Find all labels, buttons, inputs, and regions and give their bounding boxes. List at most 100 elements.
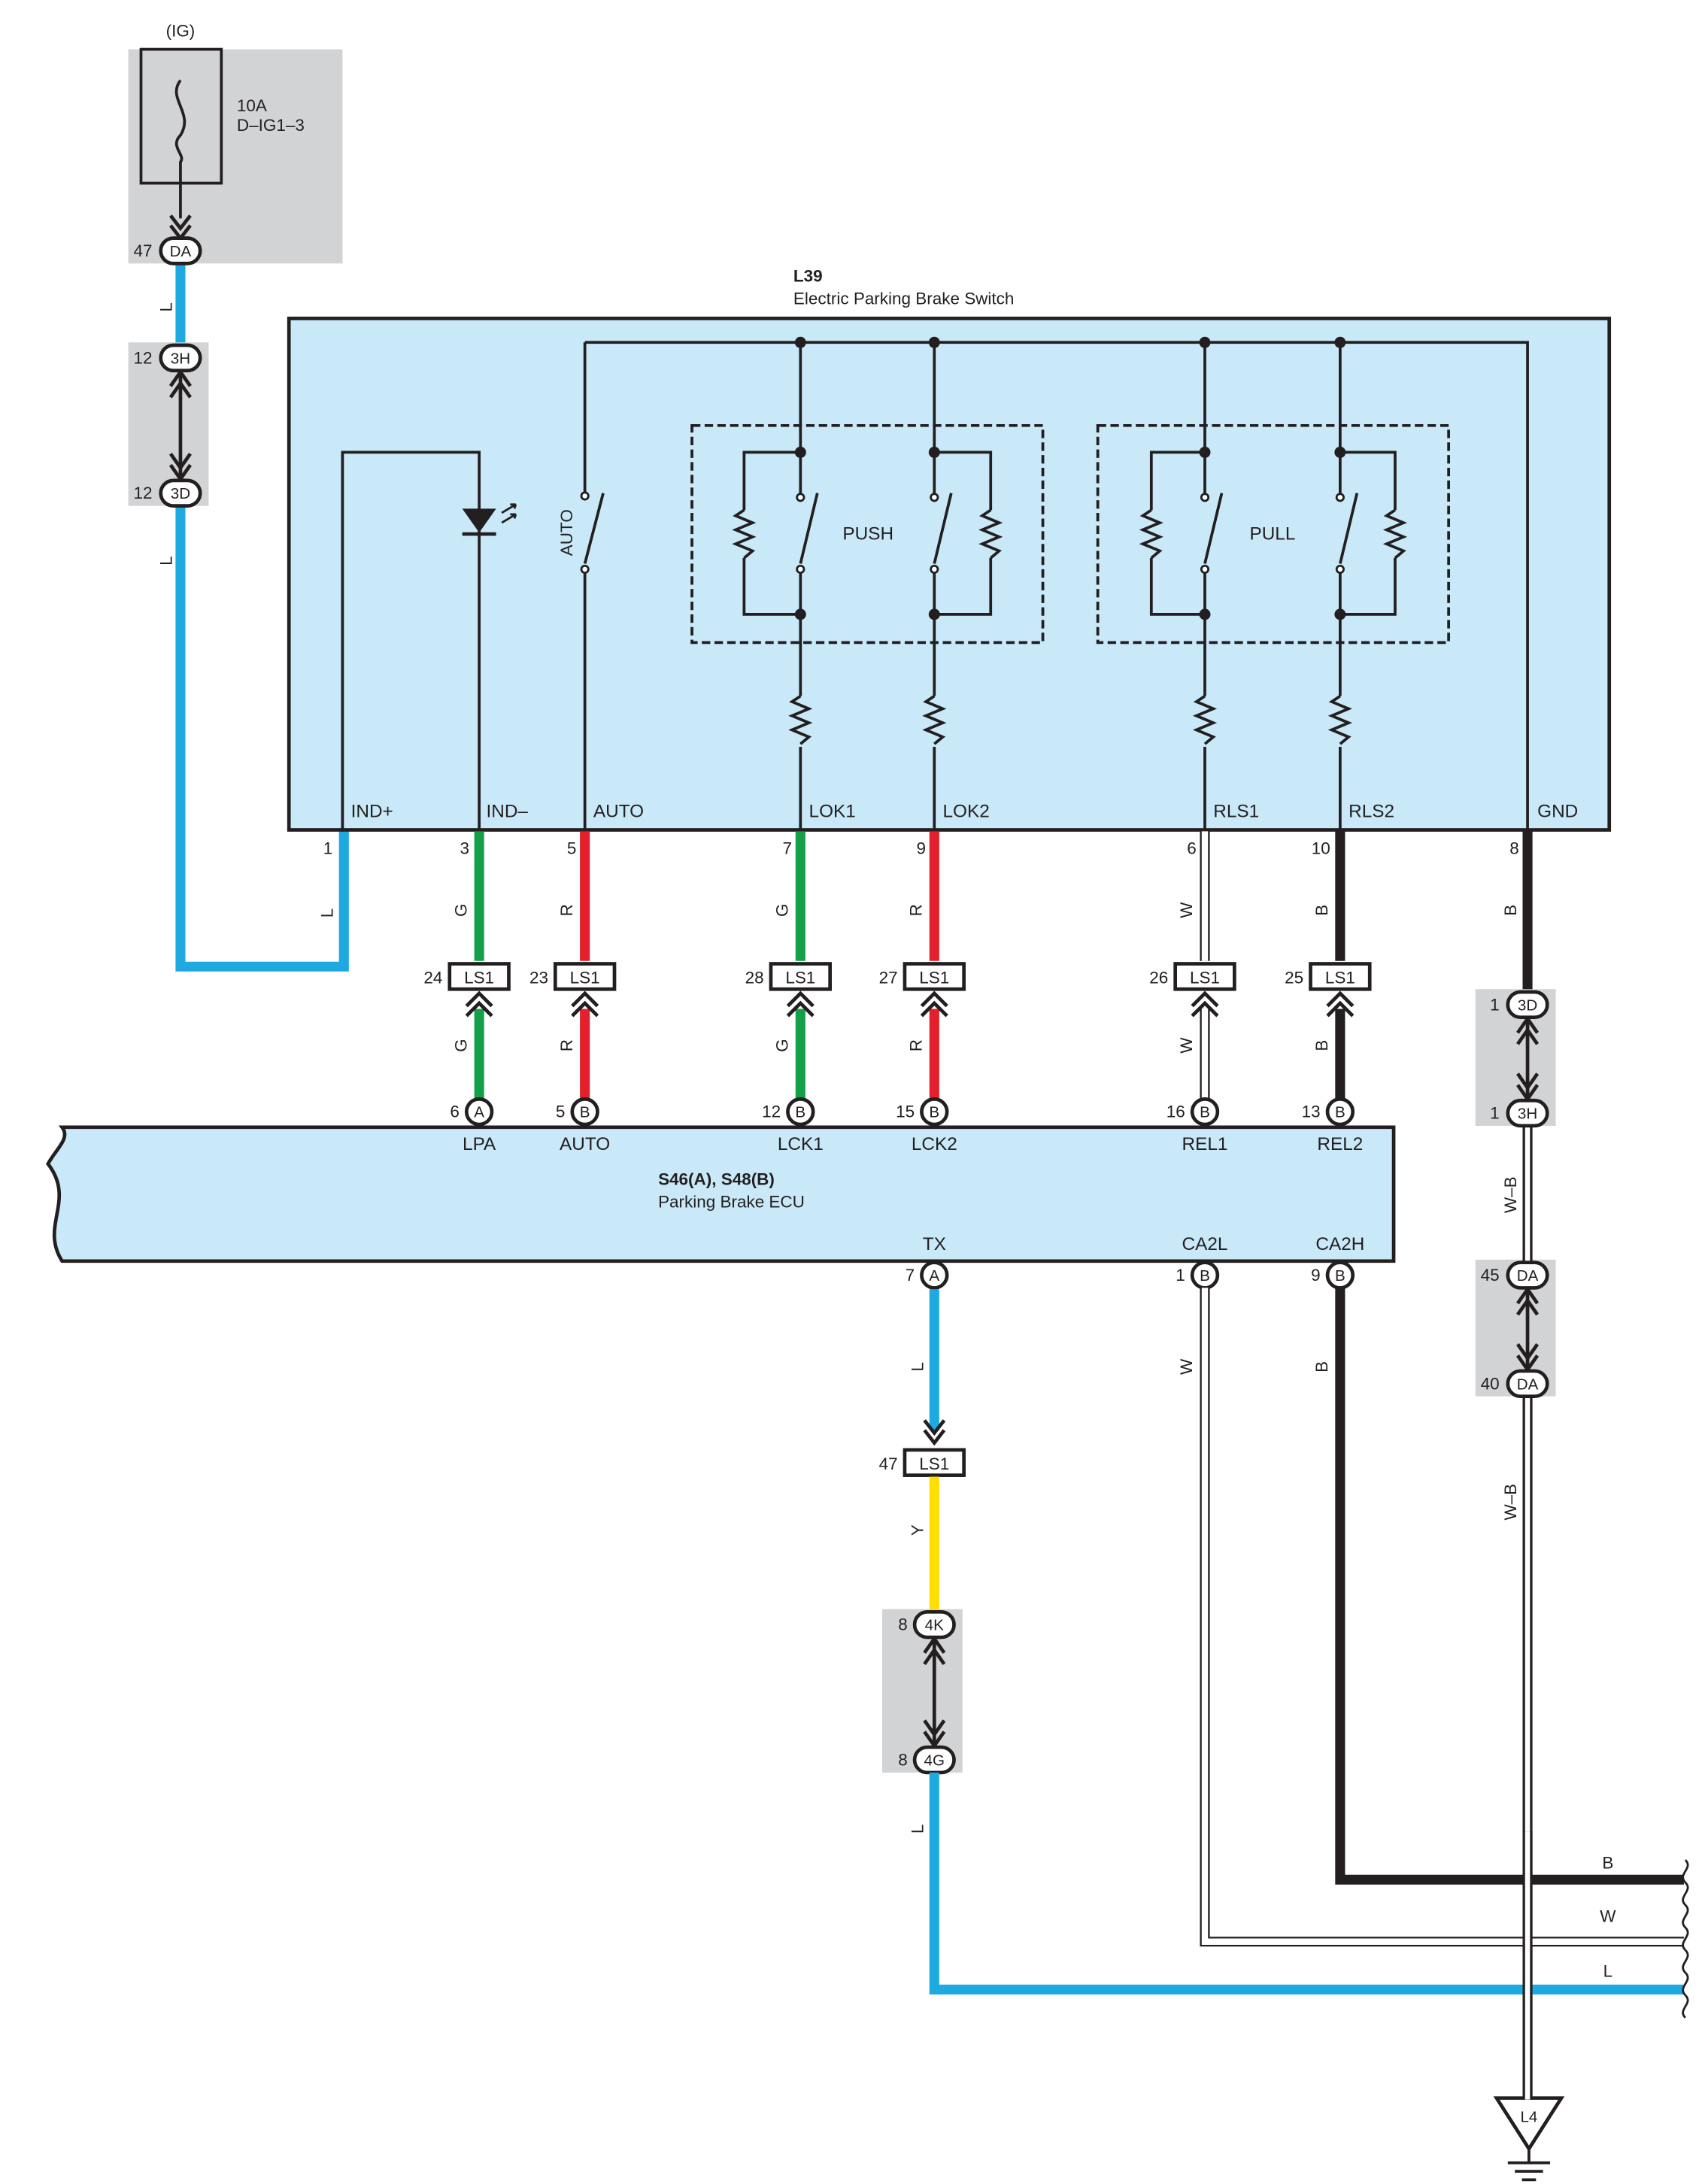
pin-name: RLS1 [1213,802,1259,822]
svg-text:R: R [906,904,925,916]
auto-switch-label: AUTO [557,509,576,556]
svg-text:3D: 3D [171,485,190,502]
junction-dots [794,336,1346,620]
svg-text:7: 7 [906,1266,915,1285]
svg-text:LS1: LS1 [1325,969,1355,987]
svg-text:40: 40 [1481,1374,1500,1393]
svg-text:3H: 3H [1518,1106,1537,1123]
ls1-connector: LS1 23 [529,962,617,1018]
svg-text:28: 28 [745,969,764,987]
svg-text:6: 6 [450,1103,460,1121]
fuse-name: D–IG1–3 [237,116,305,135]
svg-text:W: W [1600,1907,1616,1926]
junction-3h-left: 3H 12 [133,343,202,373]
svg-text:4G: 4G [924,1752,945,1770]
svg-text:G: G [772,1039,791,1051]
pin-number: 1 [323,839,333,857]
connector-arrow-icon [923,1419,946,1446]
wire-color-label: L [157,302,176,312]
svg-text:B: B [1335,1267,1345,1285]
svg-text:B: B [1602,1853,1613,1872]
switch-name: Electric Parking Brake Switch [793,290,1014,308]
svg-text:W: W [1177,902,1196,918]
switch-code: L39 [793,267,823,286]
pin-number: 6 [1187,839,1196,857]
pin-number: 8 [1509,839,1519,857]
svg-text:3H: 3H [171,350,190,367]
pin-number: 9 [917,839,927,857]
svg-text:B: B [929,1104,939,1121]
svg-text:G: G [772,904,791,917]
svg-text:8: 8 [898,1751,908,1770]
ecu-pin: B 16 REL1 [1166,1097,1228,1154]
ls1-connector: LS1 28 [745,962,832,1018]
svg-text:LS1: LS1 [785,969,815,987]
ecu-pin: B 5 AUTO [556,1097,610,1154]
parking-brake-ecu-body [46,1125,1396,1263]
svg-text:12: 12 [762,1103,781,1121]
svg-text:CA2L: CA2L [1182,1234,1228,1254]
svg-text:B: B [1312,905,1331,916]
svg-text:L: L [908,1825,927,1834]
svg-text:L4: L4 [1520,2109,1537,2126]
pin-number: 5 [567,839,577,857]
svg-text:REL1: REL1 [1182,1134,1228,1154]
junction-da-45: DA 45 [1481,1260,1549,1290]
svg-text:12: 12 [133,348,152,367]
ls1-connector: LS1 26 [1149,962,1236,1018]
wire-color-label: L [157,556,176,565]
svg-text:45: 45 [1481,1266,1500,1285]
pin-name: IND– [487,802,529,822]
svg-text:L: L [908,1362,927,1372]
wire-ind-plus [175,504,349,972]
svg-text:26: 26 [1149,969,1168,987]
ls1-connector: LS1 25 [1285,962,1372,1018]
ecu-pin: TX A 7 [906,1234,949,1290]
svg-text:1: 1 [1176,1266,1185,1285]
ls1-connector: LS1 27 [879,962,966,1018]
junction-4k: 4K 8 [898,1609,956,1640]
svg-text:LS1: LS1 [919,969,949,987]
svg-text:25: 25 [1285,969,1303,987]
switch-contacts [580,491,1345,575]
svg-text:47: 47 [879,1454,898,1473]
wire-ca2l [1200,1288,1685,1947]
pin-number: 7 [783,839,792,857]
ecu-pin: B 12 LCK1 [762,1097,824,1154]
svg-text:LS1: LS1 [1190,969,1220,987]
svg-text:LS1: LS1 [919,1454,949,1473]
wire-labels-lower: G R G R W B [451,1037,1331,1054]
wire-color-label: L [317,908,336,918]
svg-text:B: B [1312,1361,1331,1373]
svg-text:B: B [580,1104,590,1121]
ecu-pin: CA2H B 9 [1311,1234,1364,1290]
parking-brake-switch-body [287,317,1612,832]
svg-text:B: B [1200,1104,1210,1121]
pin-name: GND [1537,802,1578,822]
switch-internal-circuit [341,341,1529,830]
pin-name: LOK1 [809,802,856,822]
svg-text:DA: DA [1517,1376,1539,1393]
svg-text:LCK1: LCK1 [778,1134,824,1154]
svg-text:16: 16 [1166,1103,1185,1121]
fuse-block [128,49,343,264]
pin-number: 10 [1312,839,1330,857]
ls1-connector-tx: LS1 47 [879,1448,966,1477]
svg-text:B: B [795,1104,805,1121]
svg-text:R: R [557,904,576,916]
pull-group-label: PULL [1249,524,1295,544]
ecu-pin: A 6 LPA [450,1097,496,1154]
ls1-connector-row: LS1 24 LS1 23 LS1 28 LS1 27 LS1 26 [423,962,1372,1018]
svg-text:W: W [1177,1037,1196,1054]
svg-text:1: 1 [1490,995,1500,1014]
svg-text:LPA: LPA [463,1134,496,1154]
svg-text:B: B [1335,1104,1345,1121]
fuse-rating: 10A [237,96,267,115]
svg-text:A: A [929,1267,939,1285]
svg-text:B: B [1312,1040,1331,1051]
svg-text:CA2H: CA2H [1315,1234,1364,1254]
svg-text:W: W [1177,1358,1196,1375]
svg-text:4K: 4K [925,1617,944,1634]
connector-arrow-icon [923,1635,946,1749]
